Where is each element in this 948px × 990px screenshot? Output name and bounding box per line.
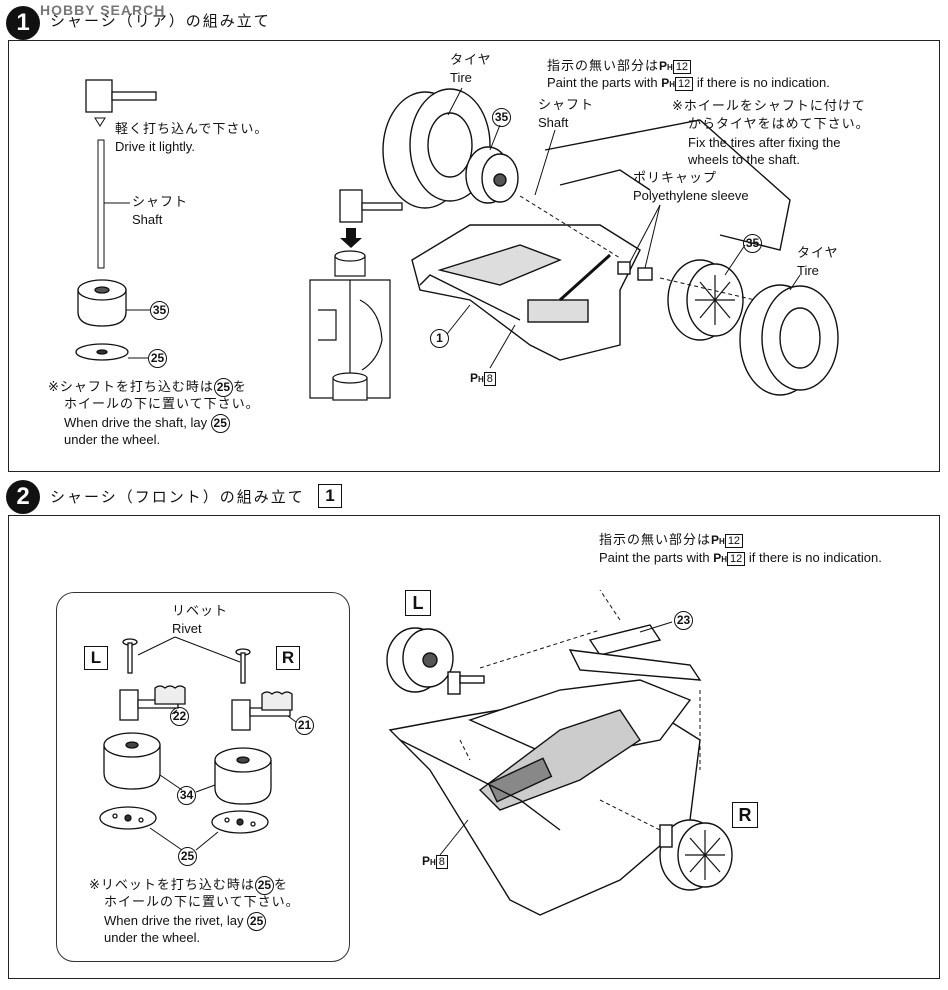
rivet-label-en: Rivet bbox=[172, 621, 202, 636]
part-23-label: 23 bbox=[674, 611, 693, 630]
step2-badge: 2 bbox=[6, 480, 40, 514]
wheel-34-left-drawing bbox=[103, 732, 161, 790]
rivet-inset-panel bbox=[56, 592, 350, 962]
rivet-note-2: ホイールの下に置いて下さい。 bbox=[104, 895, 300, 910]
washer-25-left-drawing bbox=[99, 806, 157, 830]
tire-left-jp: タイヤ bbox=[450, 53, 492, 68]
part-1-label: 1 bbox=[430, 329, 449, 348]
rivet-note-4: under the wheel. bbox=[104, 930, 201, 945]
front-chassis-drawing bbox=[386, 624, 733, 916]
step2-ref-box: 1 bbox=[318, 484, 342, 508]
drive-note-en: Drive it lightly. bbox=[115, 139, 195, 154]
hammer-icon bbox=[85, 79, 157, 113]
part-35-right-label: 35 bbox=[743, 234, 762, 253]
part-35-left-label: 35 bbox=[492, 108, 511, 127]
poly-label-jp: ポリキャップ bbox=[633, 171, 718, 186]
wheel-35-drawing bbox=[77, 279, 127, 327]
watermark: HOBBY SEARCH bbox=[40, 2, 166, 18]
knuckle-left-drawing bbox=[119, 685, 186, 721]
inset-right-label: R bbox=[276, 646, 300, 670]
part-35-label: 35 bbox=[150, 301, 169, 320]
part-22-label: 22 bbox=[170, 707, 189, 726]
shaft-note-3: When drive the shaft, lay 25 bbox=[64, 414, 230, 433]
wheel-note-jp-2: からタイヤをはめて下さい。 bbox=[688, 117, 870, 132]
shaft-right-jp: シャフト bbox=[538, 98, 595, 113]
shaft-drawing bbox=[97, 139, 105, 269]
part-25-label: 25 bbox=[148, 349, 167, 368]
knuckle-right-drawing bbox=[231, 691, 293, 731]
inset-left-label: L bbox=[84, 646, 108, 670]
shaft-label-en: Shaft bbox=[132, 212, 163, 227]
main-left-label: L bbox=[405, 590, 431, 616]
wheel-note-jp-1: ※ホイールをシャフトに付けて bbox=[672, 99, 866, 114]
part-21-label: 21 bbox=[295, 716, 314, 735]
wheel-note-en-1: Fix the tires after fixing the bbox=[688, 135, 841, 150]
part-34-label: 34 bbox=[177, 786, 196, 805]
poly-label-en: Polyethylene sleeve bbox=[633, 188, 749, 203]
rivet-label-jp: リベット bbox=[172, 604, 229, 619]
wheel-note-en-2: wheels to the shaft. bbox=[688, 152, 801, 167]
shaft-note-4: under the wheel. bbox=[64, 432, 161, 447]
main-right-label: R bbox=[732, 802, 758, 828]
wheel-34-right-drawing bbox=[214, 747, 272, 805]
step2-title: シャーシ（フロント）の組み立て bbox=[50, 488, 305, 506]
drive-note-jp: 軽く打ち込んで下さい。 bbox=[115, 122, 269, 137]
washer-25-drawing bbox=[75, 343, 129, 361]
tire-right-en: Tire bbox=[797, 263, 819, 278]
washer-25-right-drawing bbox=[211, 810, 269, 834]
step1-title: シャーシ（リア）の組み立て bbox=[50, 12, 271, 30]
rivet-note-3: When drive the rivet, lay 25 bbox=[104, 912, 267, 931]
hammer-small-icon bbox=[339, 189, 403, 223]
shaft-right-en: Shaft bbox=[538, 115, 569, 130]
rear-chassis-drawing bbox=[382, 88, 839, 396]
step1-badge: 1 bbox=[6, 6, 40, 40]
rear-axle-inset-drawing bbox=[309, 250, 391, 401]
shaft-label-jp: シャフト bbox=[132, 195, 189, 210]
tire-right-jp: タイヤ bbox=[797, 246, 839, 261]
tire-left-en: Tire bbox=[450, 70, 472, 85]
shaft-note-2: ホイールの下に置いて下さい。 bbox=[64, 397, 260, 412]
part-25-step2-label: 25 bbox=[178, 847, 197, 866]
